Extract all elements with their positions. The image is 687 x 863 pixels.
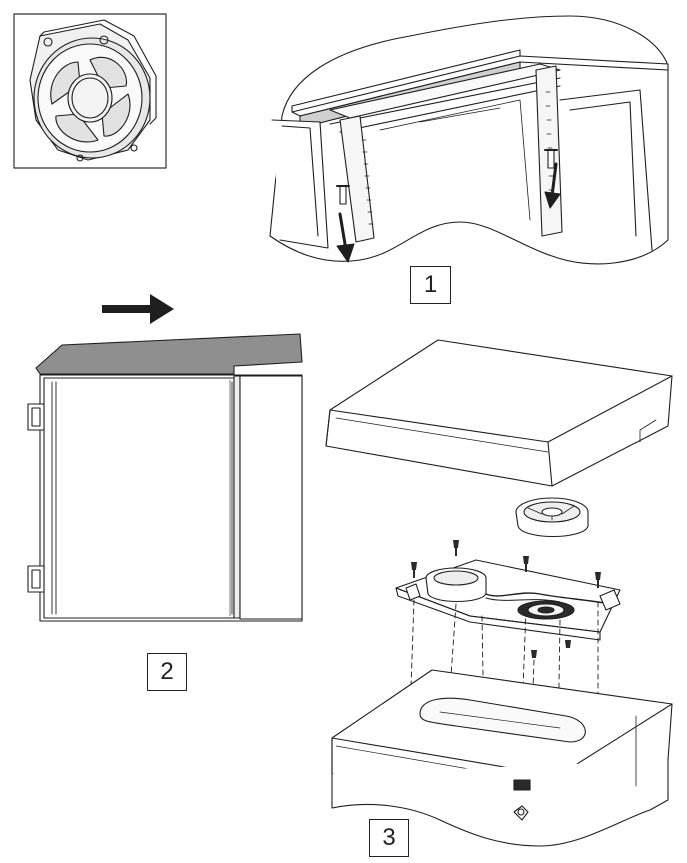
arrow-down-icon: [336, 212, 355, 263]
step-number-3: 3: [369, 819, 409, 857]
fan-inset-illustration: [13, 13, 167, 169]
arrow-down-icon: [544, 162, 561, 209]
arrow-right-icon: [102, 294, 174, 324]
step-number-3-label: 3: [382, 824, 396, 851]
step3-exploded-view: [325, 339, 673, 847]
screw-icon: [411, 540, 601, 658]
fan-icon: [29, 19, 157, 162]
step-number-2: 2: [147, 653, 187, 691]
mounting-plate: [395, 559, 621, 641]
step-number-1: 1: [410, 266, 451, 304]
screw-icon: [544, 149, 558, 169]
screw-icon: [336, 185, 350, 205]
step-number-1-label: 1: [423, 271, 438, 298]
step1-rail-detail: [269, 15, 669, 265]
base-enclosure: [331, 669, 673, 847]
roof-cover: [325, 339, 673, 487]
fan-icon: [515, 497, 589, 538]
step-number-2-label: 2: [160, 658, 174, 685]
step2-roof-slide: [27, 294, 303, 622]
